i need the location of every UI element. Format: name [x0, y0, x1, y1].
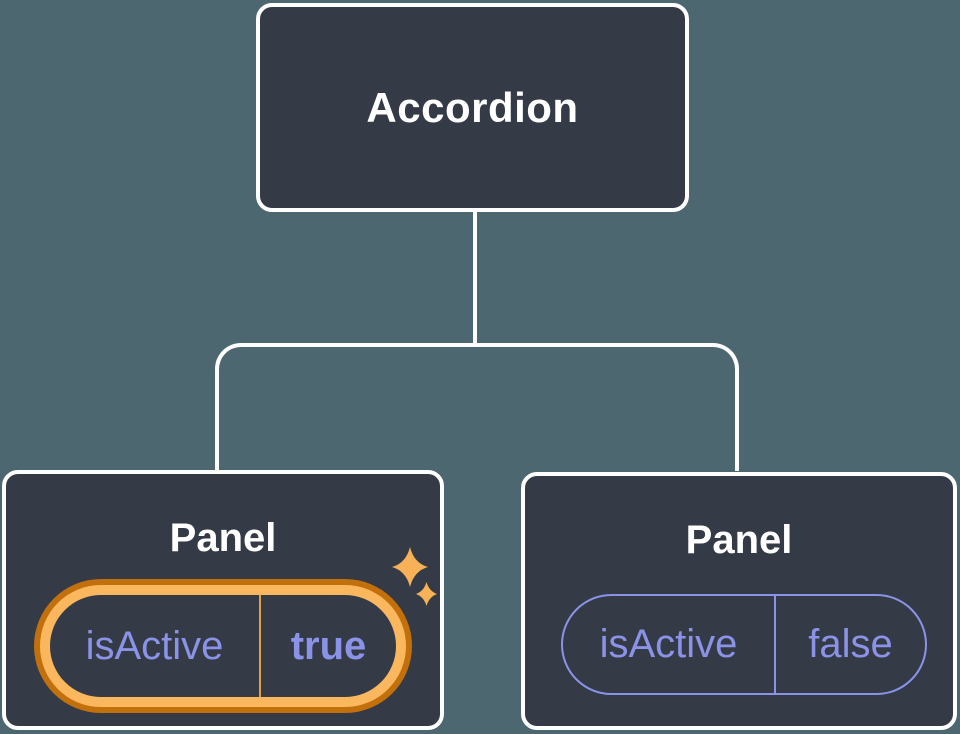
state-pill-divider — [259, 595, 261, 697]
state-pill-highlighted: isActive true — [34, 579, 412, 713]
panel-node-label: Panel — [169, 516, 277, 560]
state-key-label: isActive — [599, 622, 738, 666]
state-pill-highlight-ring: isActive true — [40, 585, 406, 707]
tree-node-panel-inactive: Panel isActive false — [521, 472, 957, 730]
tree-node-panel-active: Panel isActive true — [2, 470, 444, 730]
state-key-label: isActive — [85, 623, 224, 668]
connector-root-stem — [473, 210, 477, 347]
sparkle-icon — [392, 547, 437, 606]
accordion-node-label: Accordion — [366, 83, 579, 131]
panel-node-label: Panel — [685, 518, 793, 562]
state-value-cell: true — [261, 595, 396, 697]
state-key-cell: isActive — [50, 595, 259, 697]
tree-node-accordion: Accordion — [256, 3, 689, 212]
connector-branch-bracket — [215, 343, 739, 471]
state-value-label: true — [290, 623, 367, 668]
state-value-cell: false — [776, 596, 925, 693]
state-pill-normal: isActive false — [561, 594, 927, 695]
state-value-label: false — [808, 622, 893, 666]
state-pill-interior: isActive true — [50, 595, 396, 697]
state-key-cell: isActive — [563, 596, 774, 693]
state-pill-divider — [774, 596, 776, 693]
